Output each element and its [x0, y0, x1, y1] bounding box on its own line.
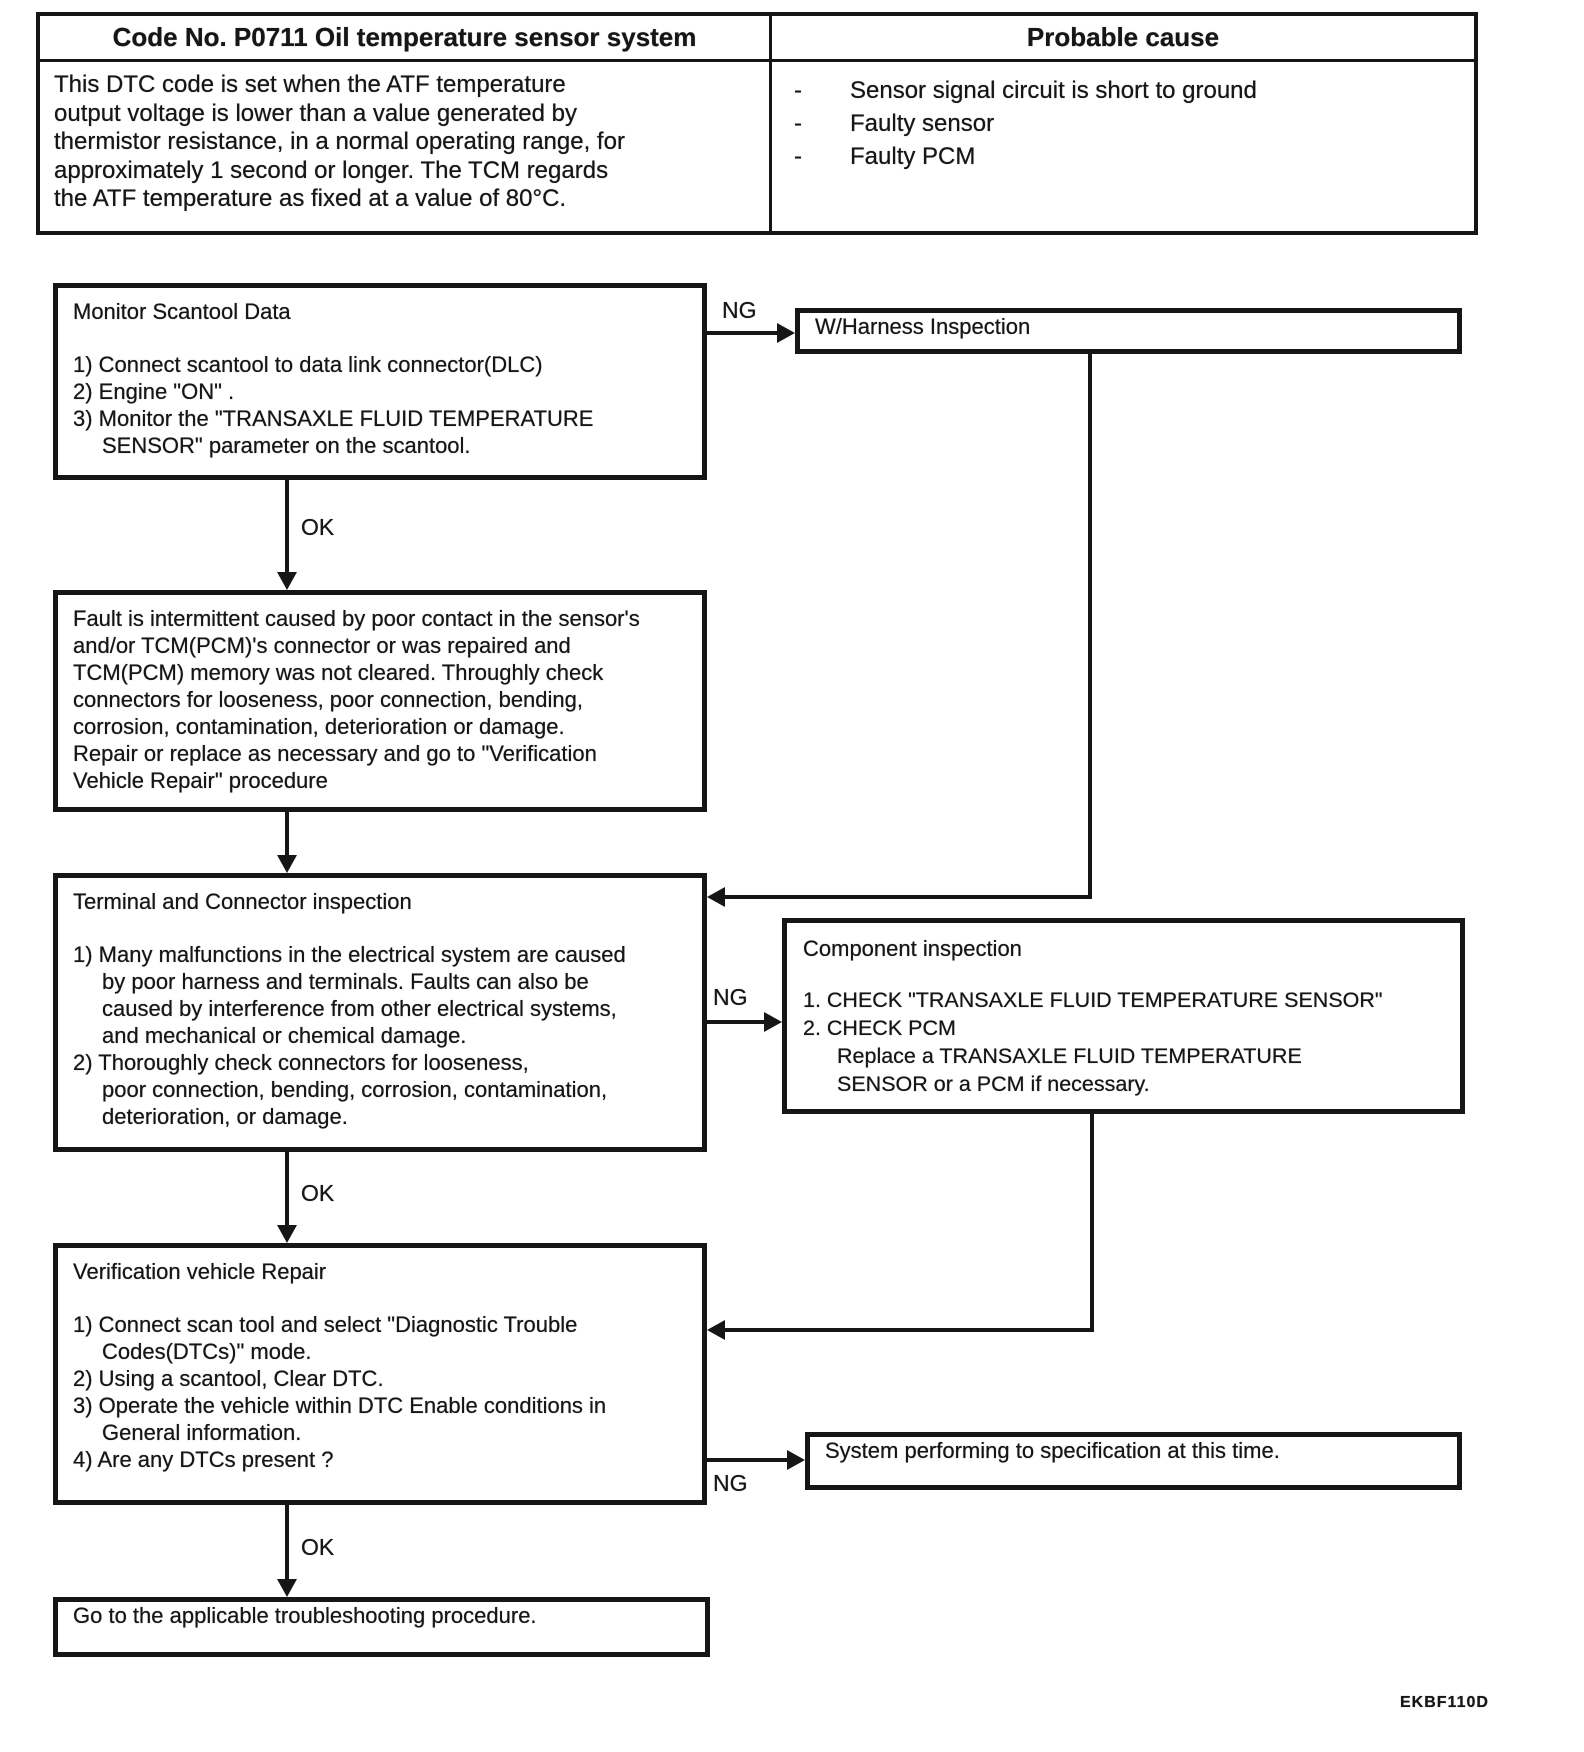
box-title: W/Harness Inspection: [815, 314, 1031, 339]
box-title: Go to the applicable troubleshooting pro…: [73, 1603, 537, 1628]
description-line: output voltage is lower than a value gen…: [54, 99, 578, 127]
ng-label: NG: [722, 297, 757, 323]
step-line: SENSOR or a PCM if necessary.: [837, 1072, 1150, 1096]
figure-code: EKBF110D: [1400, 1694, 1489, 1711]
description-line: approximately 1 second or longer. The TC…: [54, 156, 609, 184]
bullet-dash: -: [794, 143, 802, 170]
ng-label: NG: [713, 1470, 748, 1496]
fault-line: Vehicle Repair" procedure: [73, 768, 328, 793]
arrow-ok3-line: [285, 1505, 289, 1581]
box-title: System performing to specification at th…: [825, 1438, 1280, 1463]
step-line: 3) Operate the vehicle within DTC Enable…: [73, 1393, 607, 1418]
flow-box-component-inspection: Component inspection 1. CHECK "TRANSAXLE…: [782, 918, 1465, 1114]
bullet-dash: -: [794, 110, 802, 137]
ok-label: OK: [301, 514, 335, 540]
connector-component-left: [723, 1328, 1092, 1332]
arrow-ng-component-head: [764, 1012, 782, 1032]
cause-item: - Faulty sensor: [794, 107, 1474, 140]
step-line: and mechanical or chemical damage.: [102, 1023, 467, 1048]
step-line: by poor harness and terminals. Faults ca…: [102, 969, 589, 994]
connector-harness-down: [1088, 352, 1092, 899]
fault-line: Repair or replace as necessary and go to…: [73, 741, 597, 766]
step-line: Codes(DTCs)" mode.: [102, 1339, 312, 1364]
cause-item: - Sensor signal circuit is short to grou…: [794, 74, 1474, 107]
flow-box-harness-inspection: W/Harness Inspection: [795, 308, 1462, 354]
step-line: 2. CHECK PCM: [803, 1016, 956, 1040]
probable-cause-header: Probable cause: [769, 16, 1474, 59]
step-line: 1) Connect scantool to data link connect…: [73, 352, 543, 377]
arrow-ng-system-line: [707, 1458, 789, 1462]
fault-line: connectors for looseness, poor connectio…: [73, 687, 583, 712]
table-body-row: This DTC code is set when the ATF temper…: [40, 62, 1474, 231]
box-title: Monitor Scantool Data: [73, 299, 291, 324]
flow-box-system-performing: System performing to specification at th…: [805, 1432, 1462, 1490]
table-header-row: Code No. P0711 Oil temperature sensor sy…: [40, 16, 1474, 62]
step-line: 2) Engine "ON" .: [73, 379, 235, 404]
dtc-description-cell: This DTC code is set when the ATF temper…: [40, 62, 769, 231]
probable-cause-cell: - Sensor signal circuit is short to grou…: [769, 62, 1474, 231]
description-line: thermistor resistance, in a normal opera…: [54, 128, 625, 156]
fault-line: TCM(PCM) memory was not cleared. Through…: [73, 660, 604, 685]
arrow-ok1-head: [277, 572, 297, 590]
flow-box-goto-procedure: Go to the applicable troubleshooting pro…: [53, 1597, 710, 1657]
flow-box-intermittent-fault: Fault is intermittent caused by poor con…: [53, 590, 707, 812]
step-line: 4) Are any DTCs present ?: [73, 1447, 334, 1472]
fault-line: and/or TCM(PCM)'s connector or was repai…: [73, 633, 571, 658]
dtc-code-header: Code No. P0711 Oil temperature sensor sy…: [112, 22, 697, 52]
box-title: Verification vehicle Repair: [73, 1259, 327, 1284]
bullet-dash: -: [794, 77, 802, 104]
step-line: 2) Using a scantool, Clear DTC.: [73, 1366, 384, 1391]
step-line: 2) Thoroughly check connectors for loose…: [73, 1050, 529, 1075]
arrow-fault-terminal-line: [285, 812, 289, 857]
step-line: 1) Many malfunctions in the electrical s…: [73, 942, 626, 967]
cause-item: - Faulty PCM: [794, 140, 1474, 173]
connector-component-down: [1090, 1114, 1094, 1332]
dtc-summary-table: Code No. P0711 Oil temperature sensor sy…: [36, 12, 1478, 235]
flow-box-terminal-inspection: Terminal and Connector inspection 1) Man…: [53, 873, 707, 1152]
connector-component-head: [707, 1320, 725, 1340]
step-line: 1. CHECK "TRANSAXLE FLUID TEMPERATURE SE…: [803, 988, 1383, 1012]
fault-line: corrosion, contamination, deterioration …: [73, 714, 565, 739]
step-line: caused by interference from other electr…: [102, 996, 617, 1021]
arrow-ng-harness-head: [777, 323, 795, 343]
description-line: the ATF temperature as fixed at a value …: [54, 185, 567, 213]
connector-harness-left: [723, 895, 1090, 899]
box-title: Terminal and Connector inspection: [73, 889, 412, 914]
flow-box-verification-repair: Verification vehicle Repair 1) Connect s…: [53, 1243, 707, 1505]
description-line: This DTC code is set when the ATF temper…: [54, 71, 566, 98]
fault-line: Fault is intermittent caused by poor con…: [73, 606, 640, 631]
arrow-ok1-line: [285, 480, 289, 574]
connector-harness-head: [707, 887, 725, 907]
ok-label: OK: [301, 1534, 335, 1560]
flow-box-monitor-scantool: Monitor Scantool Data 1) Connect scantoo…: [53, 283, 707, 480]
box-title: Component inspection: [803, 936, 1022, 961]
arrow-ng-harness-line: [707, 331, 779, 335]
ok-label: OK: [301, 1180, 335, 1206]
step-line: 1) Connect scan tool and select "Diagnos…: [73, 1312, 578, 1337]
arrow-fault-terminal-head: [277, 855, 297, 873]
arrow-ok2-head: [277, 1225, 297, 1243]
arrow-ok2-line: [285, 1152, 289, 1227]
arrow-ng-component-line: [707, 1020, 766, 1024]
step-line: deterioration, or damage.: [102, 1104, 348, 1129]
ng-label: NG: [713, 984, 748, 1010]
step-line: SENSOR" parameter on the scantool.: [102, 433, 471, 458]
arrow-ng-system-head: [787, 1450, 805, 1470]
step-line: 3) Monitor the "TRANSAXLE FLUID TEMPERAT…: [73, 406, 594, 431]
step-line: Replace a TRANSAXLE FLUID TEMPERATURE: [837, 1044, 1302, 1068]
step-line: General information.: [102, 1420, 302, 1445]
step-line: poor connection, bending, corrosion, con…: [102, 1077, 608, 1102]
arrow-ok3-head: [277, 1579, 297, 1597]
